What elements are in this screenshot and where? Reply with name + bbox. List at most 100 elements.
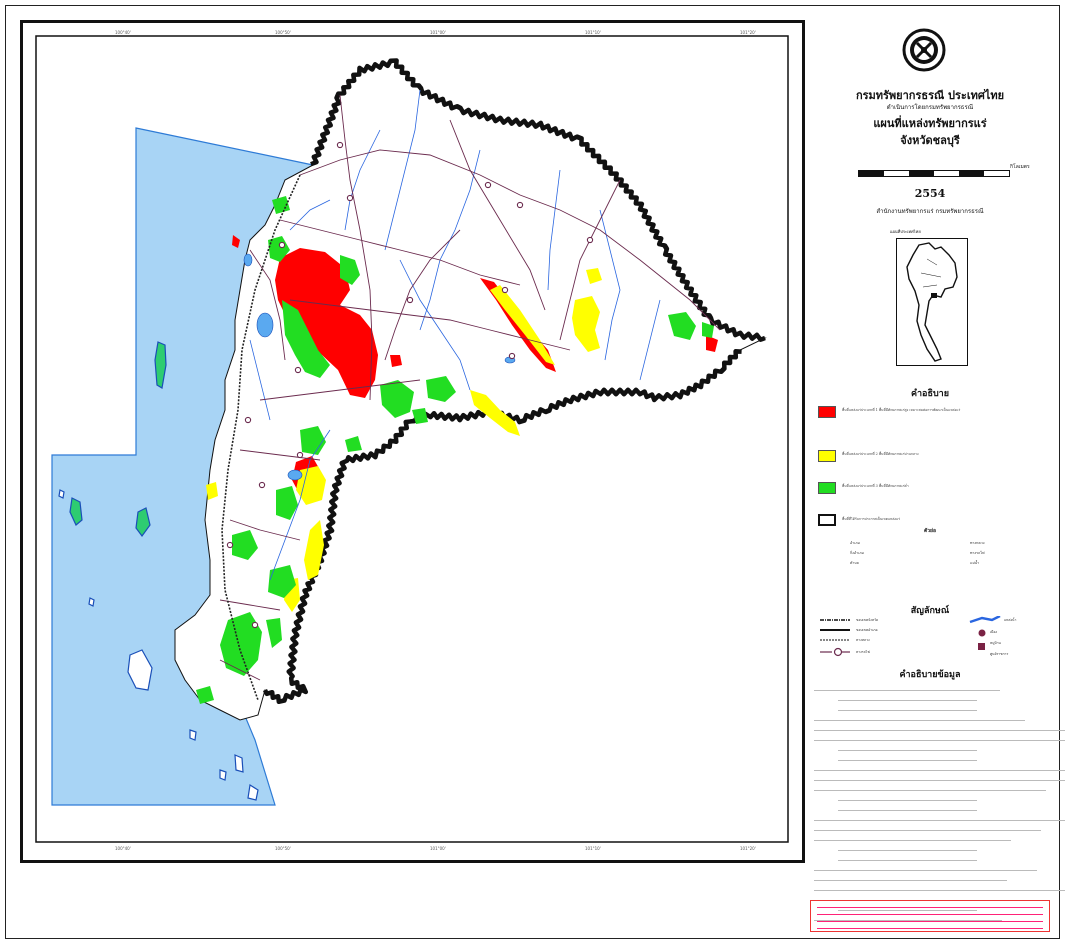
- road: [449, 119, 546, 311]
- notes-body: [814, 681, 1065, 927]
- note-line: [814, 867, 1037, 871]
- town-marker: [346, 194, 354, 202]
- river: [384, 89, 421, 251]
- legend-text-high: พื้นที่แหล่งแร่ประเภทที่ 1 พื้นที่มีศักย…: [842, 408, 961, 412]
- river: [344, 129, 381, 231]
- note-line: [814, 827, 1042, 831]
- symbols-graphic: [820, 616, 1001, 657]
- tick-label: 101°20': [740, 846, 756, 851]
- disclaimer-box: [810, 900, 1050, 932]
- reservoir: [243, 253, 253, 267]
- legend-swatch-declared: [818, 514, 836, 526]
- road: [259, 379, 421, 401]
- symbol-label: เมือง: [990, 630, 998, 634]
- islands: [58, 341, 259, 801]
- road: [339, 94, 373, 401]
- map-neatline: [35, 35, 789, 843]
- legend-title: คำอธิบาย: [910, 389, 949, 399]
- abbreviations-title: ตัวย่อ: [924, 528, 936, 534]
- note-line: [814, 727, 1065, 731]
- town-marker: [508, 352, 516, 360]
- legend-panel: กรมทรัพยากรธรณี ประเทศไทย ดำเนินการโดยกร…: [810, 20, 1065, 932]
- town-marker: [336, 141, 344, 149]
- river: [399, 259, 471, 391]
- town-marker: [516, 201, 524, 209]
- symbol-label: แหล่งน้ำ: [1004, 618, 1017, 622]
- note-line: [838, 707, 978, 711]
- note-line: [838, 847, 978, 851]
- road: [219, 659, 261, 681]
- road: [384, 229, 461, 361]
- organization-name: กรมทรัพยากรธรณี ประเทศไทย: [855, 89, 1005, 102]
- river: [289, 199, 331, 231]
- abbr-item: ทางหลวง: [970, 541, 985, 545]
- thailand-outline-icon: [906, 242, 958, 362]
- river: [639, 299, 661, 381]
- legend-text-declared: พื้นที่ที่ได้รับการประกาศเป็นเขตแหล่งแร่: [842, 517, 901, 521]
- symbol-label: ทางรถไฟ: [856, 650, 870, 654]
- legend-text-low: พื้นที่แหล่งแร่ประเภทที่ 3 พื้นที่มีศักย…: [842, 484, 909, 488]
- note-line: [814, 767, 1065, 771]
- town-marker: [586, 236, 594, 244]
- note-line: [814, 687, 1000, 691]
- note-line: [838, 857, 978, 861]
- note-line: [838, 797, 978, 801]
- road: [219, 599, 281, 611]
- scale-bar: [858, 170, 1010, 177]
- road: [249, 249, 286, 361]
- province-boundary-north: [310, 58, 766, 342]
- road: [279, 219, 521, 286]
- abbr-item: ทางรถไฟ: [970, 551, 985, 555]
- tick-label: 100°50': [275, 30, 291, 35]
- map-title: แผนที่แหล่งทรัพยากรแร่: [873, 117, 987, 130]
- inset-label: แผนที่ประเทศไทย: [890, 229, 921, 234]
- river: [269, 429, 331, 581]
- note-line: [814, 887, 1065, 891]
- note-line: [814, 837, 1012, 841]
- legend-text-medium: พื้นที่แหล่งแร่ประเภทที่ 2 พื้นที่มีศักย…: [842, 452, 919, 456]
- town-marker: [296, 451, 304, 459]
- symbol-label: ศูนย์ราชการ: [990, 652, 1009, 656]
- note-line: [814, 777, 1065, 781]
- note-line: [838, 807, 978, 811]
- note-line: [838, 697, 978, 701]
- abbr-item: แม่น้ำ: [970, 561, 980, 565]
- reservoir: [256, 312, 274, 338]
- road: [229, 519, 301, 541]
- town-marker: [251, 621, 259, 629]
- symbols-title: สัญลักษณ์: [910, 606, 950, 616]
- river: [599, 209, 621, 361]
- symbol-label: ขอบเขตจังหวัด: [856, 618, 879, 622]
- inset-map: [896, 238, 968, 366]
- symbol-label: หมู่บ้าน: [990, 641, 1001, 645]
- abbr-item: อำเภอ: [850, 541, 860, 545]
- note-line: [814, 787, 1046, 791]
- road: [239, 449, 321, 461]
- zone-low-potential: [196, 196, 714, 704]
- abbr-item: ตำบล: [850, 561, 859, 565]
- town-marker: [406, 296, 414, 304]
- town-marker: [278, 241, 286, 249]
- town-marker: [501, 286, 509, 294]
- symbol-label: ขอบเขตอำเภอ: [856, 628, 878, 632]
- road: [559, 179, 621, 341]
- agency-name: สำนักงานทรัพยากรแร่ กรมทรัพยากรธรณี: [876, 208, 984, 215]
- railway-line: [221, 174, 301, 701]
- note-line: [814, 717, 1026, 721]
- note-line: [814, 817, 1065, 821]
- province-boundary-south: [262, 349, 742, 705]
- town-marker: [244, 416, 252, 424]
- town-marker: [294, 366, 302, 374]
- note-line: [838, 747, 978, 751]
- organization-subtitle: ดำเนินการโดยกรมทรัพยากรธรณี: [886, 104, 974, 111]
- map-year: 2554: [914, 187, 946, 200]
- notes-title: คำอธิบายข้อมูล: [899, 670, 961, 680]
- province-name: จังหวัดชลบุรี: [900, 134, 960, 147]
- river-network: [249, 89, 661, 581]
- reservoir: [287, 469, 303, 481]
- note-line: [814, 917, 1002, 921]
- town-markers: [226, 141, 594, 629]
- tick-label: 101°20': [740, 30, 756, 35]
- note-line: [814, 877, 1007, 881]
